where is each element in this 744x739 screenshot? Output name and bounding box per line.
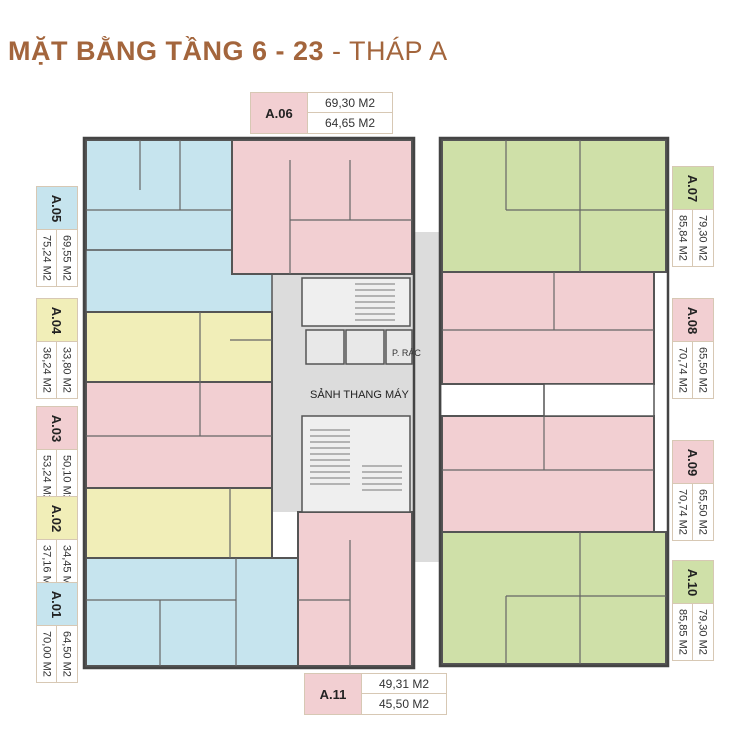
unit-code-text: A.05 <box>49 194 65 222</box>
unit-a07-area <box>441 139 667 273</box>
area-net: 79,30 M2 <box>696 215 709 261</box>
unit-a01-area <box>85 557 299 667</box>
unit-code-text: A.02 <box>49 504 65 532</box>
title-sub: - THÁP A <box>324 36 448 66</box>
elevator-shaft-1 <box>305 329 345 365</box>
area-net: 65,50 M2 <box>696 347 709 393</box>
stair-top-treads <box>355 283 395 321</box>
unit-a11-area <box>297 511 413 667</box>
area-net: 33,80 M2 <box>60 347 73 393</box>
outer-frame-left <box>82 136 416 670</box>
title-main: MẶT BẰNG TẦNG 6 - 23 <box>8 36 325 66</box>
page-title: MẶT BẰNG TẦNG 6 - 23 - THÁP A <box>8 36 448 67</box>
unit-code: A.09 <box>673 441 713 483</box>
badge-a06: A.06 69,30 M2 64,65 M2 <box>250 92 393 134</box>
area-gross: 36,24 M2 <box>37 342 57 398</box>
area-gross: 85,85 M2 <box>673 604 693 660</box>
unit-a06-area <box>231 139 413 275</box>
unit-a10-area <box>441 531 667 665</box>
area-gross: 49,31 M2 <box>362 674 446 694</box>
trash-room-label: P. RÁC <box>392 348 421 358</box>
unit-code-text: A.09 <box>685 448 701 476</box>
unit-code: A.02 <box>37 497 77 539</box>
unit-code-text: A.08 <box>685 306 701 334</box>
unit-a08-area <box>441 271 655 385</box>
trash-room <box>385 329 413 365</box>
area-net: 79,30 M2 <box>696 609 709 655</box>
area-net: 50,10 M2 <box>60 455 73 501</box>
area-net: 64,65 M2 <box>324 115 376 130</box>
unit-code: A.04 <box>37 299 77 341</box>
area-net: 69,55 M2 <box>60 235 73 281</box>
area-gross: 70,74 M2 <box>673 484 693 540</box>
unit-code: A.11 <box>305 674 361 714</box>
area-gross: 69,30 M2 <box>308 93 392 113</box>
unit-code-text: A.10 <box>685 568 701 596</box>
unit-code-text: A.04 <box>49 306 65 334</box>
unit-code-text: A.07 <box>685 174 701 202</box>
unit-code: A.06 <box>251 93 307 133</box>
unit-a04-area <box>85 311 273 383</box>
outer-frame-right <box>438 136 670 668</box>
area-gross: 70,00 M2 <box>37 626 57 682</box>
area-net: 45,50 M2 <box>378 696 430 711</box>
corridor-right <box>412 232 442 562</box>
unit-code: A.05 <box>37 187 77 229</box>
unit-code: A.01 <box>37 583 77 625</box>
unit-a02-area <box>85 487 273 559</box>
lobby-label: SẢNH THANG MÁY <box>310 388 409 401</box>
area-gross: 85,84 M2 <box>673 210 693 266</box>
stair-bottom-treads <box>310 429 402 491</box>
area-gross: 53,24 M2 <box>37 450 57 506</box>
badge-a11: A.11 49,31 M2 45,50 M2 <box>304 673 447 715</box>
area-gross: 75,24 M2 <box>37 230 57 286</box>
stair-bottom <box>301 415 411 513</box>
area-gross: 37,16 M2 <box>37 540 57 596</box>
area-net: 34,45 M2 <box>60 545 73 591</box>
unit-code-text: A.01 <box>49 590 65 618</box>
unit-a03-area <box>85 381 273 489</box>
area-net: 65,50 M2 <box>696 489 709 535</box>
interior-walls <box>86 140 666 666</box>
unit-code: A.10 <box>673 561 713 603</box>
elevator-shaft-2 <box>345 329 385 365</box>
unit-code-text: A.03 <box>49 414 65 442</box>
unit-a09-area <box>441 415 655 533</box>
area-gross: 70,74 M2 <box>673 342 693 398</box>
unit-code: A.03 <box>37 407 77 449</box>
area-net: 64,50 M2 <box>60 631 73 677</box>
unit-code: A.08 <box>673 299 713 341</box>
unit-code: A.07 <box>673 167 713 209</box>
void-notch <box>543 383 655 417</box>
